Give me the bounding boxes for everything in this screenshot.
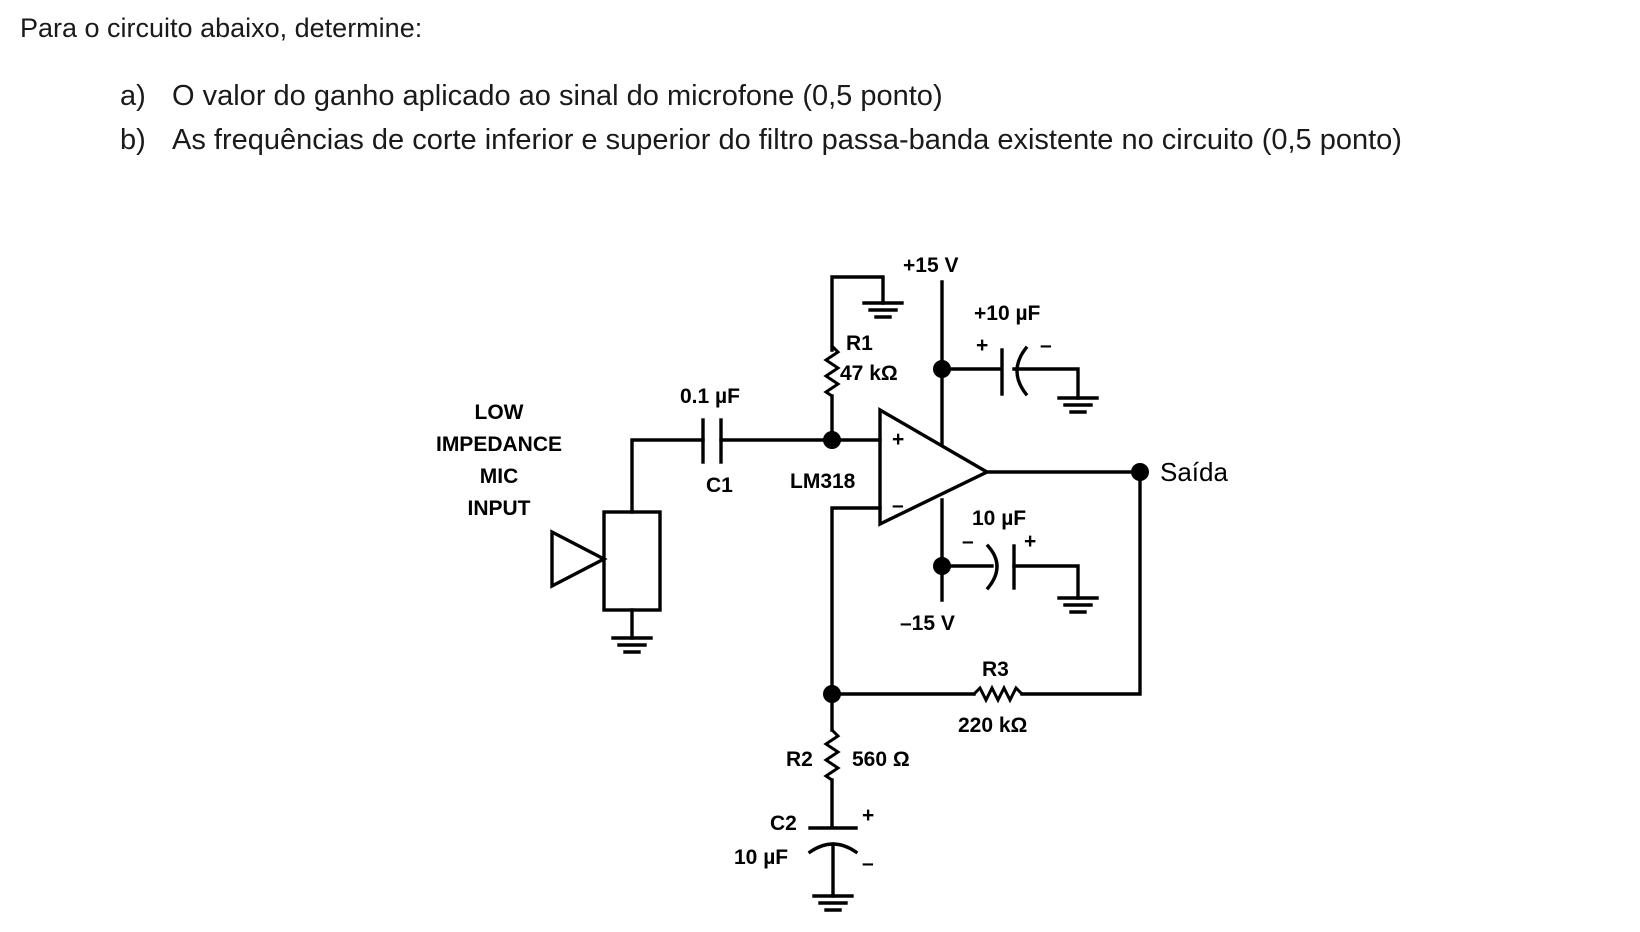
- vminus-label: –15 V: [900, 612, 955, 635]
- c-bot-plus-label: +: [1024, 530, 1036, 553]
- microphone-icon: [550, 510, 662, 654]
- intro-text: Para o circuito abaixo, determine:: [20, 13, 423, 43]
- mic-label-line: MIC: [480, 465, 519, 488]
- decoupling-capacitor-bottom: [940, 543, 1099, 614]
- question-b: b) As frequências de corte inferior e su…: [120, 118, 1520, 162]
- mic-label-line: LOW: [475, 401, 524, 424]
- c-top-minus-label: –: [1040, 334, 1052, 357]
- ground-symbol: [812, 894, 854, 912]
- c-top-plus-label: +: [976, 334, 988, 357]
- mic-label-line: IMPEDANCE: [436, 433, 562, 456]
- question-marker: a): [120, 80, 146, 112]
- c-bot-minus-label: –: [962, 530, 974, 553]
- c1-value-label: 0.1 µF: [680, 385, 740, 408]
- c2-name-label: C2: [770, 812, 797, 835]
- r3-name-label: R3: [982, 658, 1009, 681]
- mic-label-line: INPUT: [468, 497, 531, 520]
- r1-value-label: 47 kΩ: [840, 362, 898, 385]
- r2-resistor: [823, 728, 841, 828]
- output-label: Saída: [1160, 457, 1228, 487]
- ground-symbol: [1057, 596, 1099, 614]
- c-bot-value-label: 10 µF: [972, 507, 1026, 530]
- question-list: a) O valor do ganho aplicado ao sinal do…: [120, 74, 1520, 162]
- question-text: As frequências de corte inferior e super…: [172, 124, 1402, 156]
- question-text: O valor do ganho aplicado ao sinal do mi…: [172, 80, 943, 112]
- vplus-label: +15 V: [903, 254, 958, 277]
- c2-value-label: 10 µF: [734, 846, 788, 869]
- noninverting-input-node: [823, 431, 841, 449]
- r1-resistor: [823, 344, 841, 442]
- ground-symbol: [862, 301, 904, 319]
- opamp-minus-label: –: [892, 494, 904, 517]
- ground-symbol: [611, 636, 653, 654]
- feedback-network: [830, 470, 1142, 732]
- r2-name-label: R2: [786, 748, 813, 771]
- c-top-value-label: +10 µF: [974, 302, 1041, 325]
- r1-name-label: R1: [846, 332, 873, 355]
- ground-symbol: [1057, 396, 1099, 414]
- question-a: a) O valor do ganho aplicado ao sinal do…: [120, 74, 1520, 118]
- opamp-plus-label: +: [892, 428, 904, 451]
- question-marker: b): [120, 124, 146, 156]
- c2-minus-label: –: [862, 852, 874, 875]
- c1-capacitor: [630, 418, 882, 514]
- opamp-name-label: LM318: [790, 470, 856, 493]
- opamp-lm318: [878, 407, 991, 527]
- decoupling-capacitor-top: [940, 345, 1099, 414]
- c2-capacitor: [807, 826, 859, 912]
- r1-ground-connection: [830, 275, 904, 352]
- inverting-feedback-node: [823, 685, 841, 703]
- c2-plus-label: +: [862, 804, 874, 827]
- r3-value-label: 220 kΩ: [958, 714, 1027, 737]
- r2-value-label: 560 Ω: [852, 748, 910, 771]
- c1-name-label: C1: [706, 474, 733, 497]
